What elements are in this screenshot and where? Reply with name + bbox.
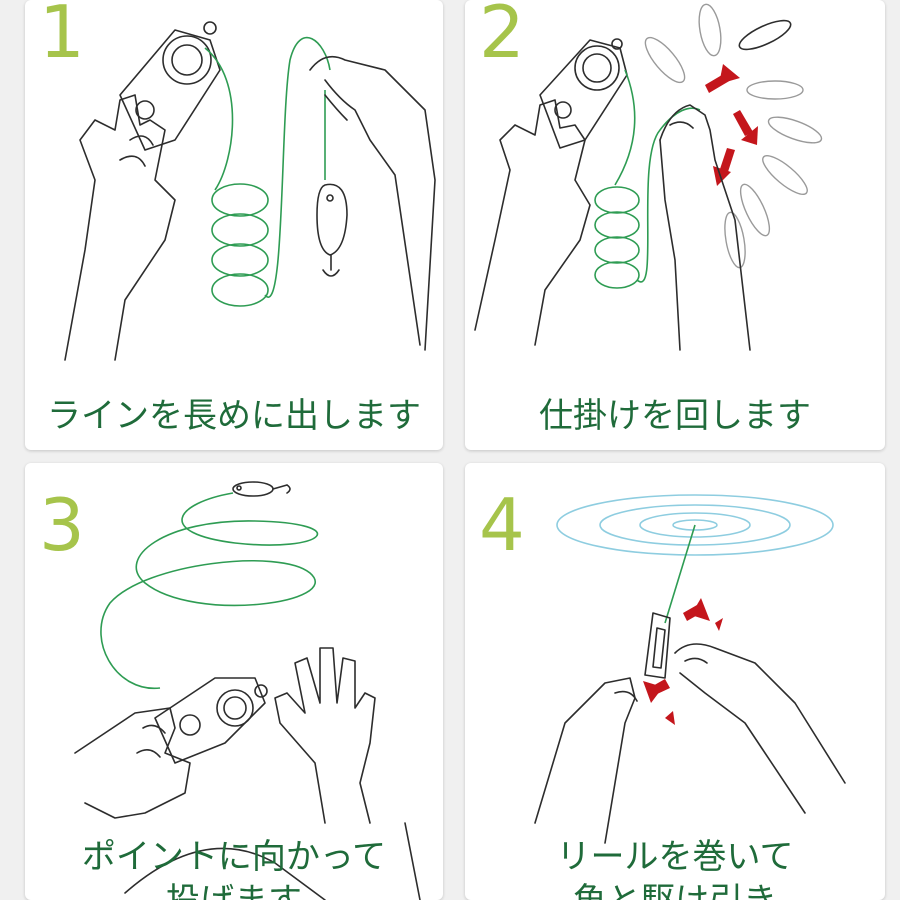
step-3-illustration	[74, 481, 421, 900]
step-caption-line-2: 投げます	[25, 879, 443, 900]
right-hand-icon	[659, 104, 751, 351]
step-caption: リールを巻いて 魚と駆け引き	[465, 835, 885, 900]
water-ripple-icon	[556, 494, 834, 556]
right-hand-icon	[674, 643, 846, 814]
step-caption: ポイントに向かって 投げます	[25, 835, 443, 900]
fishing-lure-icon	[316, 183, 348, 277]
step-card-1: 1 ラインを長めに出します	[25, 0, 443, 450]
right-hand-icon	[309, 55, 436, 351]
step-2-illustration	[474, 3, 823, 351]
step-number: 4	[479, 483, 525, 567]
spinning-lure-motion-icon	[644, 3, 823, 269]
step-1-illustration	[64, 21, 436, 361]
step-number: 3	[39, 483, 85, 567]
step-caption-line-1: ポイントに向かって	[81, 837, 387, 877]
handheld-reel-icon	[154, 677, 268, 764]
handheld-reel-icon	[644, 612, 671, 679]
coiled-fishing-line	[204, 36, 331, 307]
step-caption: ラインを長めに出します	[47, 396, 421, 436]
step-caption-line-2: 魚と駆け引き	[465, 879, 885, 900]
step-number: 2	[479, 0, 525, 74]
rotation-arrow-icon	[705, 64, 758, 186]
fishing-line	[664, 524, 696, 624]
casting-fishing-line	[100, 492, 319, 689]
right-hand-icon	[274, 647, 376, 824]
step-card-4: 4 リールを巻いて 魚と駆け引き	[465, 463, 885, 900]
left-hand-icon	[474, 99, 591, 346]
decorative-sketch-lines	[124, 822, 421, 900]
coiled-fishing-line	[594, 69, 701, 289]
step-4-illustration	[534, 494, 846, 844]
reel-rotation-arrow-icon	[643, 598, 723, 725]
step-number: 1	[39, 0, 85, 74]
step-card-2: 2 仕掛けを回します	[465, 0, 885, 450]
handheld-reel-icon	[119, 21, 221, 151]
handheld-reel-icon	[539, 38, 628, 149]
step-caption-line-1: リールを巻いて	[556, 837, 794, 877]
step-caption: 仕掛けを回します	[539, 396, 811, 436]
step-card-3: 3 ポイントに向かって 投げます	[25, 463, 443, 900]
fishing-lure-icon	[232, 481, 291, 497]
left-hand-icon	[74, 707, 191, 819]
left-hand-icon	[534, 677, 638, 844]
left-hand-icon	[64, 94, 176, 361]
